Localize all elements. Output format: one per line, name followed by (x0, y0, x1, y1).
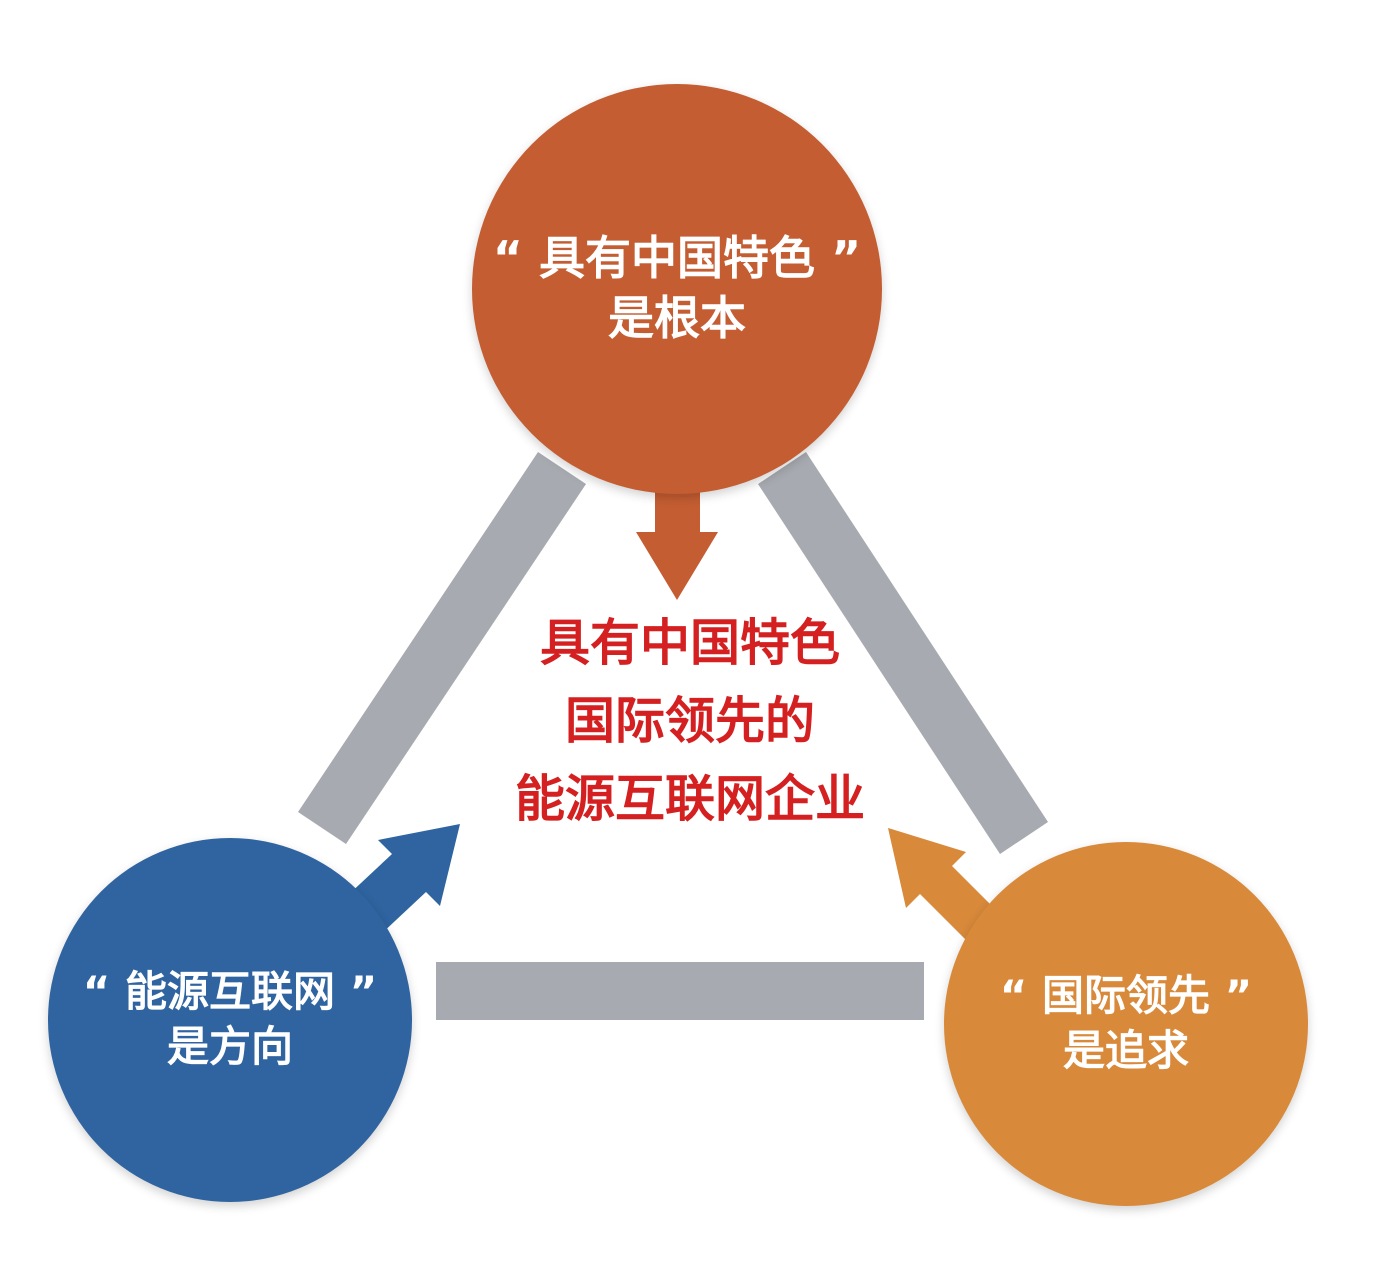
node-left-title: “ 能源互联网 ” (82, 967, 378, 1017)
connector-bar-bottom (436, 962, 924, 1020)
core-goal-text: 具有中国特色 国际领先的 能源互联网企业 (440, 604, 940, 838)
arrow-down-icon (636, 460, 718, 600)
node-top-title: “ 具有中国特色 ” (492, 231, 862, 286)
node-right-subtitle: 是追求 (1062, 1026, 1189, 1075)
node-international-leading: “ 国际领先 ” 是追求 (944, 842, 1308, 1206)
core-line-1: 具有中国特色 (540, 614, 840, 672)
node-energy-internet: “ 能源互联网 ” 是方向 (48, 838, 412, 1202)
node-chinese-characteristics: “ 具有中国特色 ” 是根本 (472, 84, 882, 494)
connector-bar-left (298, 452, 586, 844)
core-line-2: 国际领先的 (565, 692, 815, 750)
connector-bar-right (758, 452, 1048, 854)
node-right-title: “ 国际领先 ” (999, 971, 1253, 1021)
node-top-subtitle: 是根本 (608, 291, 746, 345)
core-line-3: 能源互联网企业 (515, 770, 865, 828)
node-left-subtitle: 是方向 (166, 1022, 293, 1071)
